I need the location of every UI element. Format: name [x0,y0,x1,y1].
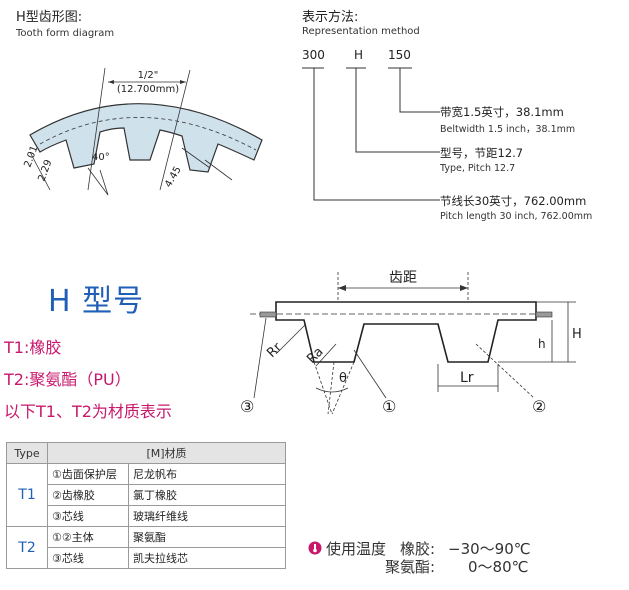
temp-rubber-range: −30～90℃ [448,540,531,558]
part-cell: ①②主体 [47,526,129,548]
materials-header-row: Type [M]材质 [6,442,286,464]
code-width: 150 [388,48,411,62]
tooth-diagram-subtitle: Tooth form diagram [16,28,115,39]
callout-2: ② [532,397,546,416]
temp-pu-range: 0～80℃ [468,558,529,576]
dim-b: 2.29 [36,158,54,183]
length-cn: 节线长30英寸，762.00mm [440,194,587,208]
table-row: ③芯线 玻璃纤维线 [7,505,286,527]
material-cell: 聚氨酯 [128,526,286,548]
callout-1: ① [382,397,396,416]
representation-leader-lines [302,67,440,201]
temp-rubber-label: 橡胶: [400,540,436,558]
code-type: H [354,48,364,62]
dim-angle: 40° [92,152,110,163]
table-row: ③芯线 凯夫拉线芯 [7,547,286,569]
part-cell: ③芯线 [47,547,129,569]
header-type: Type [6,442,48,464]
belt-profile-diagram: 齿距 H h Lr Rr Ra θ ① ② ③ [240,270,582,416]
thermometer-icon [308,541,322,555]
part-cell: ③芯线 [47,505,129,527]
temp-label: 使用温度 [326,540,387,558]
temp-pu-label: 聚氨酯: [385,558,436,576]
width-en: Beltwidth 1.5 inch，38.1mm [440,124,576,135]
rr-label: Rr [264,340,285,361]
material-cell: 玻璃纤维线 [128,505,286,527]
materials-table: Type [M]材质 T1 ①齿面保护层 尼龙帆布 ②齿橡胶 氯丁橡胶 ③芯线 … [6,442,286,569]
type-cell-t1: T1 [6,463,48,527]
part-cell: ①齿面保护层 [47,463,129,485]
table-row: T2 ①②主体 聚氨酯 [6,526,286,569]
dim-a: 2.01 [22,144,40,169]
dim-pitch-in: 1/2" [138,70,159,81]
model-t2: T2:聚氨酯（PU） [4,370,131,389]
width-cn: 带宽1.5英寸，38.1mm [440,105,564,119]
dim-pitch-mm: (12.700mm) [117,84,179,95]
h-small: h [538,337,546,351]
length-en: Pitch length 30 inch, 762.00mm [440,211,593,222]
header-material: [M]材质 [47,442,286,464]
tooth-form-diagram: 1/2" (12.700mm) 2.01 2.29 40° 4.45 [22,67,263,196]
model-title: H 型号 [48,284,145,319]
pitch-label: 齿距 [389,270,417,286]
representation-title: 表示方法: [302,10,359,25]
model-note: 以下T1、T2为材质表示 [4,402,172,421]
tooth-diagram-title: H型齿形图: [16,10,83,25]
part-cell: ②齿橡胶 [47,484,129,506]
lr-label: Lr [460,370,474,386]
theta-label: θ [339,371,347,386]
code-length: 300 [302,48,325,62]
material-cell: 氯丁橡胶 [128,484,286,506]
table-row: T1 ①齿面保护层 尼龙帆布 [6,463,286,527]
type-cell-t2: T2 [6,526,48,569]
callout-3: ③ [240,397,254,416]
type-en: Type, Pitch 12.7 [440,163,516,174]
type-cn: 型号，节距12.7 [440,146,524,160]
table-row: ②齿橡胶 氯丁橡胶 [7,484,286,506]
h-big: H [572,327,582,342]
belt-body-shape [275,301,537,363]
tooth-belt-shape [29,103,263,173]
material-cell: 尼龙帆布 [128,463,286,485]
material-cell: 凯夫拉线芯 [128,547,286,569]
representation-subtitle: Representation method [302,26,420,37]
pitch-line [39,117,257,151]
dim-c: 4.45 [163,165,184,190]
model-t1: T1:橡胶 [4,338,62,357]
